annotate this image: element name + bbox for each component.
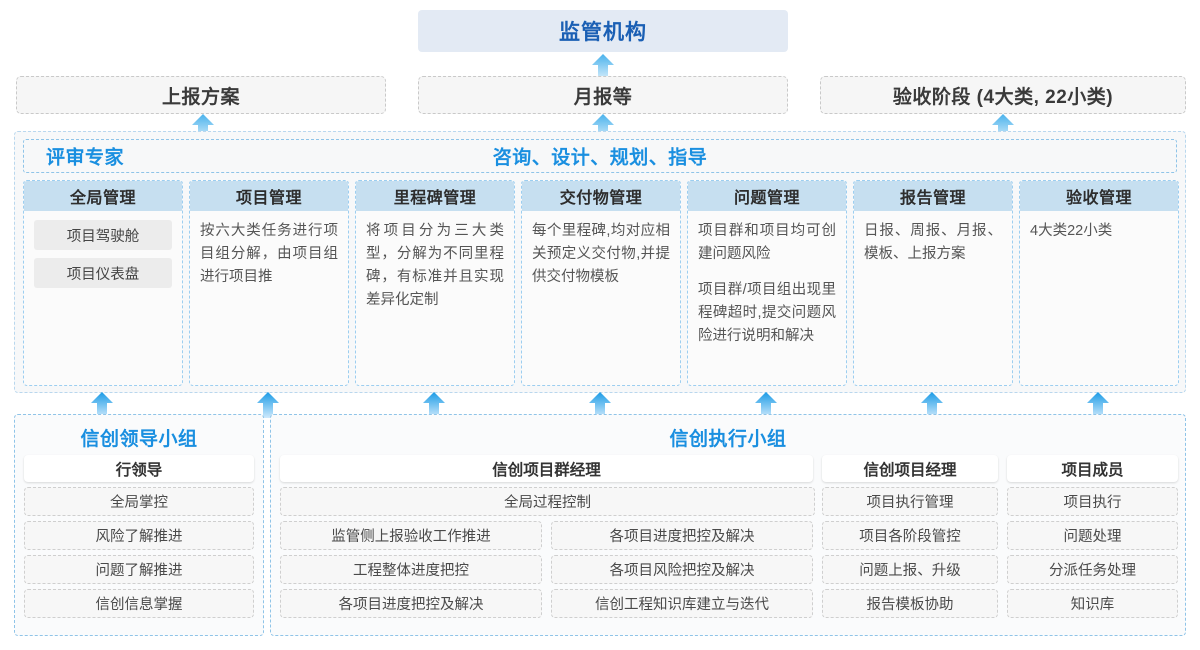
- arrow-up-module-0: [91, 392, 113, 418]
- role-item[interactable]: 知识库: [1007, 589, 1178, 618]
- role-item[interactable]: 报告模板协助: [822, 589, 998, 618]
- role-item[interactable]: 风险了解推进: [24, 521, 254, 550]
- module-body: 4大类22小类: [1020, 211, 1178, 243]
- role-item[interactable]: 监管侧上报验收工作推进: [280, 521, 542, 550]
- role-item[interactable]: 信创信息掌握: [24, 589, 254, 618]
- role-item[interactable]: 项目执行: [1007, 487, 1178, 516]
- arrow-up-to-regulator: [592, 54, 614, 80]
- platform-header: 评审专家 咨询、设计、规划、指导: [23, 139, 1177, 173]
- execution-group: 信创执行小组 信创项目群经理 全局过程控制 监管侧上报验收工作推进 工程整体进度…: [270, 414, 1186, 636]
- module-desc: 每个里程碑,均对应相关预定义交付物,并提供交付物模板: [532, 223, 670, 285]
- role-item[interactable]: 全局掌控: [24, 487, 254, 516]
- module-body: 将项目分为三大类型，分解为不同里程碑，有标准并且实现差异化定制: [356, 211, 514, 312]
- module-header: 交付物管理: [522, 181, 680, 211]
- role-item[interactable]: 项目执行管理: [822, 487, 998, 516]
- channel-box-2: 验收阶段 (4大类, 22小类): [820, 76, 1186, 114]
- module-desc: 将项目分为三大类型，分解为不同里程碑，有标准并且实现差异化定制: [366, 223, 504, 308]
- regulator-box: 监管机构: [418, 10, 788, 52]
- arrow-up-to-channel-0: [192, 114, 214, 140]
- leadership-group-title: 信创领导小组: [80, 429, 198, 450]
- module-desc-secondary: 项目群/项目组出现里程碑超时,提交问题风险进行说明和解决: [698, 281, 836, 344]
- module-header: 报告管理: [854, 181, 1012, 211]
- role-item[interactable]: 各项目风险把控及解决: [551, 555, 813, 584]
- module-column-milestone[interactable]: 里程碑管理 将项目分为三大类型，分解为不同里程碑，有标准并且实现差异化定制: [355, 180, 515, 386]
- module-desc: 日报、周报、月报、模板、上报方案: [864, 223, 1002, 262]
- execution-group-title: 信创执行小组: [669, 429, 787, 450]
- project-member-block: 项目成员 项目执行 问题处理 分派任务处理 知识库: [1007, 455, 1178, 618]
- arrow-up-module-3: [589, 392, 611, 418]
- module-body: 项目驾驶舱 项目仪表盘: [24, 211, 182, 288]
- module-column-issue[interactable]: 问题管理 项目群和项目均可创建问题风险 项目群/项目组出现里程碑超时,提交问题风…: [687, 180, 847, 386]
- module-column-report[interactable]: 报告管理 日报、周报、月报、模板、上报方案: [853, 180, 1013, 386]
- module-column-deliverable[interactable]: 交付物管理 每个里程碑,均对应相关预定义交付物,并提供交付物模板: [521, 180, 681, 386]
- role-item[interactable]: 工程整体进度把控: [280, 555, 542, 584]
- module-body: 每个里程碑,均对应相关预定义交付物,并提供交付物模板: [522, 211, 680, 289]
- channel-box-1: 月报等: [418, 76, 788, 114]
- arrow-up-module-2: [423, 392, 445, 418]
- module-body: 日报、周报、月报、模板、上报方案: [854, 211, 1012, 266]
- channel-box-0: 上报方案: [16, 76, 386, 114]
- role-item[interactable]: 各项目进度把控及解决: [551, 521, 813, 550]
- role-header-project-member: 项目成员: [1007, 455, 1178, 482]
- module-column-project[interactable]: 项目管理 按六大类任务进行项目组分解，由项目组进行项目推: [189, 180, 349, 386]
- module-body: 按六大类任务进行项目组分解，由项目组进行项目推: [190, 211, 348, 289]
- review-experts-label: 评审专家: [46, 147, 125, 169]
- program-manager-block: 信创项目群经理 全局过程控制 监管侧上报验收工作推进 工程整体进度把控 各项目进…: [280, 455, 815, 618]
- advisory-scope-label: 咨询、设计、规划、指导: [492, 147, 708, 169]
- arrow-up-module-5: [921, 392, 943, 418]
- role-header-program-manager: 信创项目群经理: [280, 455, 813, 482]
- module-desc: 4大类22小类: [1030, 223, 1113, 239]
- role-header-project-manager: 信创项目经理: [822, 455, 998, 482]
- module-header: 里程碑管理: [356, 181, 514, 211]
- role-header-bank-leader: 行领导: [24, 455, 254, 482]
- module-desc: 项目群和项目均可创建问题风险: [698, 223, 836, 262]
- role-item[interactable]: 问题上报、升级: [822, 555, 998, 584]
- role-item[interactable]: 分派任务处理: [1007, 555, 1178, 584]
- arrow-up-module-4: [755, 392, 777, 418]
- arrow-up-to-channel-2: [992, 114, 1014, 140]
- arrow-up-module-1: [257, 392, 279, 418]
- module-desc: 按六大类任务进行项目组分解，由项目组进行项目推: [200, 223, 338, 285]
- arrow-up-module-6: [1087, 392, 1109, 418]
- module-chip[interactable]: 项目驾驶舱: [34, 220, 172, 250]
- role-item-wide[interactable]: 全局过程控制: [280, 487, 815, 516]
- module-header: 项目管理: [190, 181, 348, 211]
- role-item[interactable]: 项目各阶段管控: [822, 521, 998, 550]
- module-column-acceptance[interactable]: 验收管理 4大类22小类: [1019, 180, 1179, 386]
- module-header: 全局管理: [24, 181, 182, 211]
- role-item[interactable]: 信创工程知识库建立与迭代: [551, 589, 813, 618]
- module-header: 验收管理: [1020, 181, 1178, 211]
- platform-band: 评审专家 咨询、设计、规划、指导 全局管理 项目驾驶舱 项目仪表盘 项目管理 按…: [14, 131, 1186, 393]
- module-body: 项目群和项目均可创建问题风险 项目群/项目组出现里程碑超时,提交问题风险进行说明…: [688, 211, 846, 348]
- module-column-global[interactable]: 全局管理 项目驾驶舱 项目仪表盘: [23, 180, 183, 386]
- role-item[interactable]: 各项目进度把控及解决: [280, 589, 542, 618]
- leadership-group: 信创领导小组 行领导 全局掌控 风险了解推进 问题了解推进 信创信息掌握: [14, 414, 264, 636]
- module-header: 问题管理: [688, 181, 846, 211]
- project-manager-block: 信创项目经理 项目执行管理 项目各阶段管控 问题上报、升级 报告模板协助: [822, 455, 998, 618]
- role-item[interactable]: 问题处理: [1007, 521, 1178, 550]
- role-item[interactable]: 问题了解推进: [24, 555, 254, 584]
- arrow-up-to-channel-1: [592, 114, 614, 140]
- module-chip[interactable]: 项目仪表盘: [34, 258, 172, 288]
